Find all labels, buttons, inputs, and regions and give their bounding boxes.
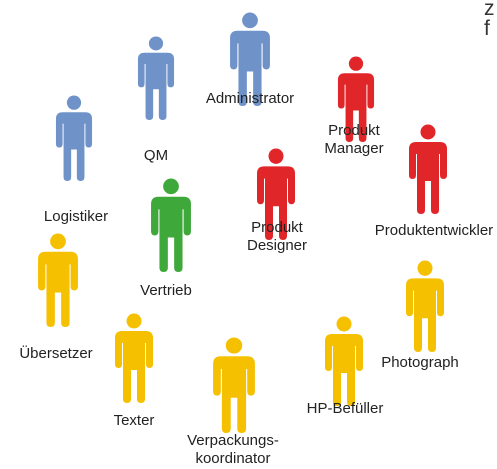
produkt-manager-label-line: Produkt [328, 122, 380, 139]
produkt-manager-label-line: Manager [324, 140, 384, 157]
verpackungskoordinator-label: Verpackungs-koordinator [168, 432, 298, 468]
uebersetzer-person-icon [37, 233, 79, 327]
corner-text-second: f [484, 17, 490, 40]
vertrieb-label-line: Vertrieb [140, 282, 192, 299]
photograph-label-line: Photograph [381, 354, 459, 371]
verpackungskoordinator-person-icon [212, 337, 256, 433]
logistiker-label-line: Logistiker [43, 208, 109, 225]
hp-befueller-label: HP-Befüller [290, 400, 400, 418]
vertrieb-label: Vertrieb [116, 282, 216, 300]
verpackungskoordinator-label-line: Verpackungs- [187, 432, 279, 449]
administrator-label: Administrator [190, 90, 310, 108]
produktentwickler-label: Produktentwickler [364, 222, 497, 240]
produkt-designer-person-icon [256, 148, 296, 240]
uebersetzer-label-line: Übersetzer [19, 345, 93, 362]
administrator-label-line: Administrator [205, 90, 295, 107]
photograph-person-icon [405, 260, 445, 352]
verpackungskoordinator-label-line: koordinator [195, 450, 271, 467]
texter-person-icon [114, 313, 154, 403]
photograph-label: Photograph [365, 354, 475, 372]
qm-label-line: QM [143, 147, 169, 164]
hp-befueller-label-line: HP-Befüller [306, 400, 384, 417]
produktentwickler-person-icon [408, 124, 448, 214]
produktentwickler-label-line: Produktentwickler [374, 222, 494, 239]
uebersetzer-label: Übersetzer [6, 345, 106, 363]
hp-befueller-person-icon [324, 316, 364, 406]
produkt-designer-label-line: Designer [246, 237, 308, 254]
qm-person-icon [137, 36, 175, 120]
logistiker-person-icon [55, 95, 93, 181]
corner-text-top: z [484, 0, 495, 20]
logistiker-label: Logistiker [26, 208, 126, 226]
administrator-person-icon [229, 12, 271, 106]
produkt-manager-person-icon [337, 56, 375, 142]
qm-label: QM [126, 147, 186, 165]
texter-label: Texter [94, 412, 174, 430]
vertrieb-person-icon [150, 178, 192, 272]
produkt-designer-label-line: Produkt [251, 219, 303, 236]
texter-label-line: Texter [113, 412, 155, 429]
